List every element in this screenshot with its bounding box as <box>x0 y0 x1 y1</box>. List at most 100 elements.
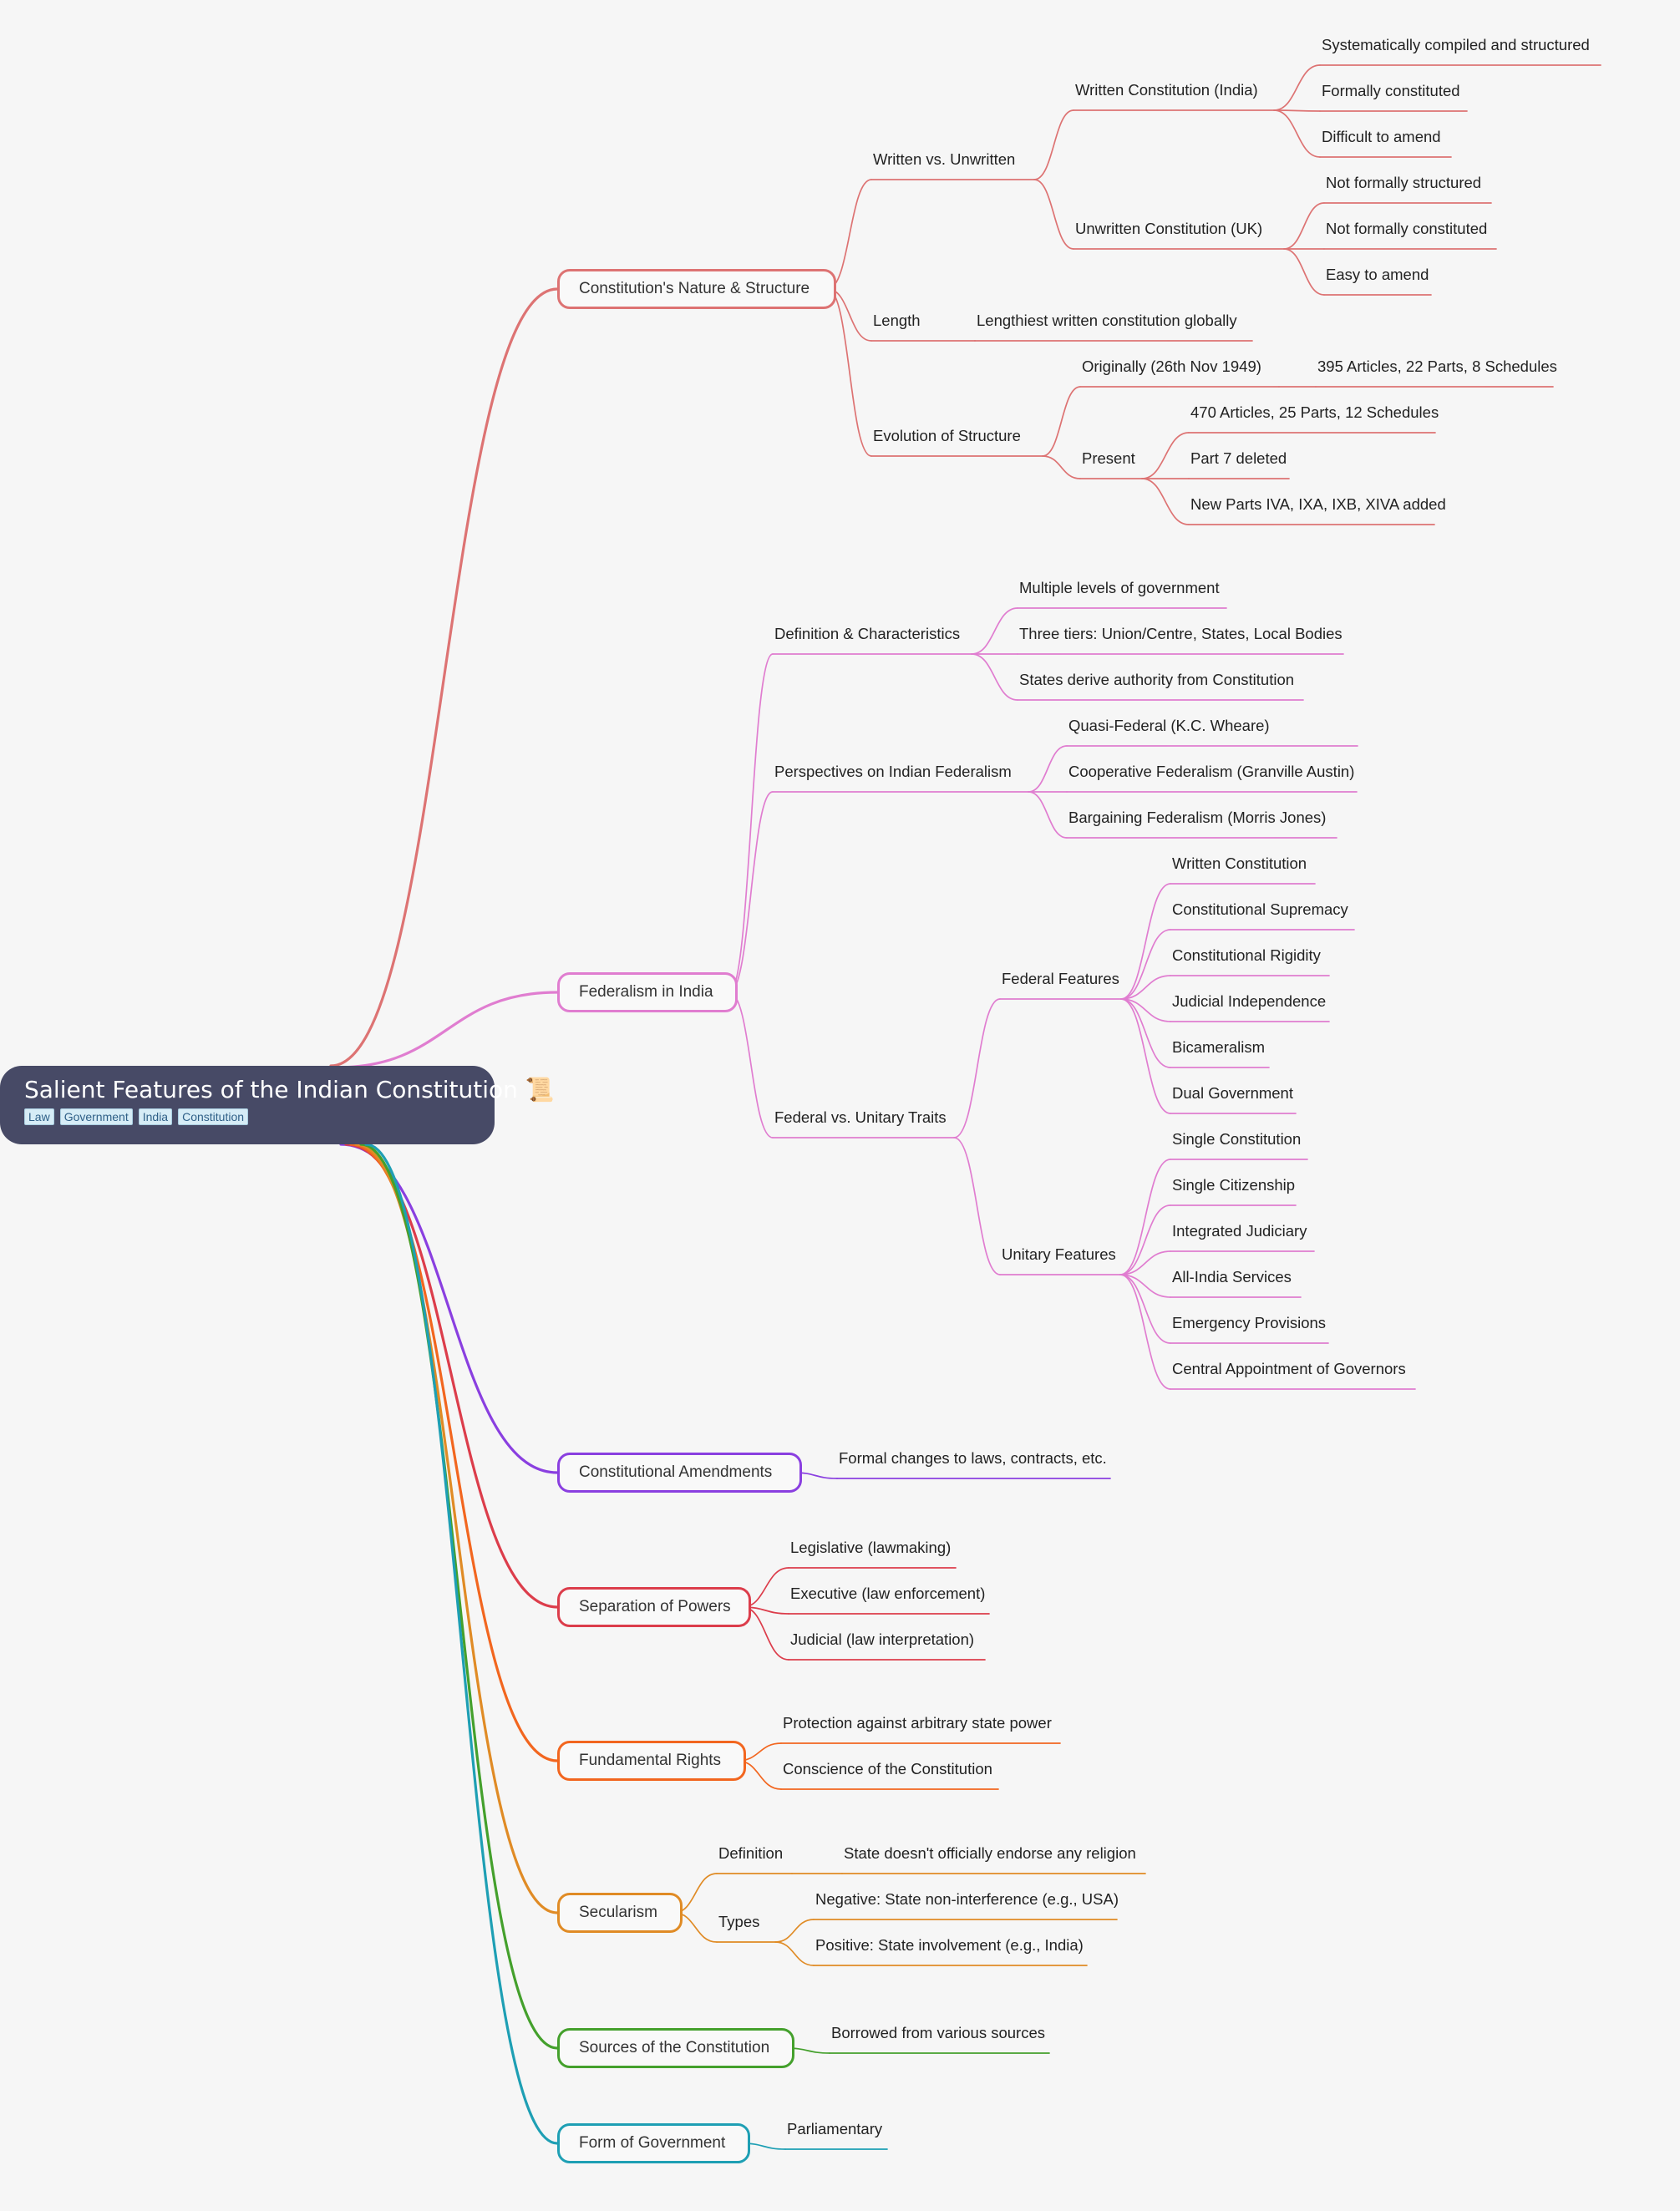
branch-constitutional-amendments[interactable]: Constitutional Amendments <box>557 1453 802 1493</box>
node-systematically-compiled-and-structured[interactable]: Systematically compiled and structured <box>1322 36 1590 53</box>
connector-line <box>774 1919 815 1943</box>
branch-form-of-government[interactable]: Form of Government <box>557 2123 750 2163</box>
connector-line <box>359 1143 559 2050</box>
node-bicameralism[interactable]: Bicameralism <box>1172 1038 1266 1056</box>
node-protection-against-arbitrary-state-power[interactable]: Protection against arbitrary state power <box>783 1714 1052 1732</box>
connector-line <box>349 1143 559 1762</box>
connector-line <box>1119 1274 1171 1298</box>
tag-constitution[interactable]: Constitution <box>178 1108 249 1125</box>
node-not-formally-structured[interactable]: Not formally structured <box>1326 174 1482 191</box>
node-unitary-features[interactable]: Unitary Features <box>1002 1245 1116 1263</box>
connector-line <box>971 653 1018 701</box>
connector-line <box>329 287 559 1067</box>
node-formal-changes-to-laws-contracts-etc[interactable]: Formal changes to laws, contracts, etc. <box>839 1449 1107 1467</box>
node-lengthiest-written-constitution-globally[interactable]: Lengthiest written constitution globally <box>977 312 1237 329</box>
node-present[interactable]: Present <box>1082 449 1135 467</box>
node-bargaining-federalism-morris-jones[interactable]: Bargaining Federalism (Morris Jones) <box>1068 809 1327 826</box>
node-conscience-of-the-constitution[interactable]: Conscience of the Constitution <box>783 1760 992 1777</box>
node-legislative-lawmaking[interactable]: Legislative (lawmaking) <box>790 1539 952 1556</box>
connector-line <box>1120 998 1171 1068</box>
connector-line <box>1141 478 1190 525</box>
node-originally-26th-nov-1949[interactable]: Originally (26th Nov 1949) <box>1082 358 1261 375</box>
node-executive-law-enforcement[interactable]: Executive (law enforcement) <box>790 1585 986 1602</box>
node-states-derive-authority-from-constitutio[interactable]: States derive authority from Constitutio… <box>1019 671 1295 688</box>
node-emergency-provisions[interactable]: Emergency Provisions <box>1172 1314 1327 1331</box>
node-single-citizenship[interactable]: Single Citizenship <box>1172 1176 1296 1194</box>
tag-law[interactable]: Law <box>24 1108 54 1125</box>
node-cooperative-federalism-granville-austin[interactable]: Cooperative Federalism (Granville Austin… <box>1068 763 1355 780</box>
connector-line <box>1119 1204 1171 1275</box>
connector-line <box>728 653 774 993</box>
connector-line <box>1042 455 1081 479</box>
node-unwritten-constitution-uk[interactable]: Unwritten Constitution (UK) <box>1075 220 1263 237</box>
tag-india[interactable]: India <box>138 1108 173 1125</box>
connector-line <box>364 1143 559 2145</box>
node-all-india-services[interactable]: All-India Services <box>1172 1268 1292 1286</box>
node-federal-vs-unitary-traits[interactable]: Federal vs. Unitary Traits <box>774 1108 947 1126</box>
node-positive-state-involvement-e-g-india[interactable]: Positive: State involvement (e.g., India… <box>815 1936 1084 1954</box>
branch-fundamental-rights[interactable]: Fundamental Rights <box>557 1741 746 1781</box>
node-integrated-judiciary[interactable]: Integrated Judiciary <box>1172 1222 1307 1240</box>
node-part-7-deleted[interactable]: Part 7 deleted <box>1190 449 1287 467</box>
node-negative-state-non-interference-e-g-usa[interactable]: Negative: State non-interference (e.g., … <box>815 1890 1119 1908</box>
root-node[interactable]: Salient Features of the Indian Constitut… <box>0 1066 555 1144</box>
node-three-tiers-union-centre-states-local-bo[interactable]: Three tiers: Union/Centre, States, Local… <box>1019 625 1342 642</box>
node-definition[interactable]: Definition <box>718 1844 784 1862</box>
node-dual-government[interactable]: Dual Government <box>1172 1084 1293 1102</box>
connector-line <box>1028 745 1068 793</box>
branch-sources-of-the-constitution[interactable]: Sources of the Constitution <box>557 2028 794 2068</box>
node-easy-to-amend[interactable]: Easy to amend <box>1326 266 1429 283</box>
node-formally-constituted[interactable]: Formally constituted <box>1322 82 1460 99</box>
node-borrowed-from-various-sources[interactable]: Borrowed from various sources <box>831 2024 1046 2041</box>
node-new-parts-iva-ixa-ixb-xiva-added[interactable]: New Parts IVA, IXA, IXB, XIVA added <box>1190 495 1446 513</box>
node-parliamentary[interactable]: Parliamentary <box>787 2120 883 2137</box>
node-constitutional-rigidity[interactable]: Constitutional Rigidity <box>1172 946 1321 964</box>
node-evolution-of-structure[interactable]: Evolution of Structure <box>873 427 1021 444</box>
node-central-appointment-of-governors[interactable]: Central Appointment of Governors <box>1172 1360 1406 1377</box>
node-written-constitution-india[interactable]: Written Constitution (India) <box>1075 81 1258 99</box>
connector-line <box>1283 202 1325 250</box>
node-types[interactable]: Types <box>718 1913 760 1930</box>
node-federal-features[interactable]: Federal Features <box>1002 970 1119 987</box>
node-single-constitution[interactable]: Single Constitution <box>1172 1130 1302 1148</box>
branch-separation-of-powers[interactable]: Separation of Powers <box>557 1587 751 1627</box>
node-written-constitution[interactable]: Written Constitution <box>1172 854 1307 872</box>
branch-secularism[interactable]: Secularism <box>557 1893 683 1933</box>
connector-line <box>971 607 1018 655</box>
connector-line <box>1141 432 1190 479</box>
branch-federalism-in-india[interactable]: Federalism in India <box>557 972 738 1012</box>
node-395-articles-22-parts-8-schedules[interactable]: 395 Articles, 22 Parts, 8 Schedules <box>1317 358 1557 375</box>
branch-constitution-s-nature-structure[interactable]: Constitution's Nature & Structure <box>557 269 836 309</box>
node-470-articles-25-parts-12-schedules[interactable]: 470 Articles, 25 Parts, 12 Schedules <box>1190 403 1439 421</box>
connector-line <box>1120 929 1171 1000</box>
node-length[interactable]: Length <box>873 312 921 329</box>
connector-line <box>953 1137 1001 1275</box>
connector-line <box>1120 998 1171 1114</box>
node-state-doesn-t-officially-endorse-any-rel[interactable]: State doesn't officially endorse any rel… <box>844 1844 1136 1862</box>
node-written-vs-unwritten[interactable]: Written vs. Unwritten <box>873 150 1016 168</box>
connector-line <box>1119 1274 1171 1390</box>
node-perspectives-on-indian-federalism[interactable]: Perspectives on Indian Federalism <box>774 763 1012 780</box>
connector-line <box>1273 109 1321 158</box>
connector-line <box>1283 248 1325 296</box>
node-not-formally-constituted[interactable]: Not formally constituted <box>1326 220 1488 237</box>
node-judicial-independence[interactable]: Judicial Independence <box>1172 992 1327 1010</box>
node-difficult-to-amend[interactable]: Difficult to amend <box>1322 128 1441 145</box>
connector-line <box>827 179 872 290</box>
node-definition-characteristics[interactable]: Definition & Characteristics <box>774 625 961 642</box>
connector-line <box>1120 998 1171 1022</box>
node-constitutional-supremacy[interactable]: Constitutional Supremacy <box>1172 900 1348 918</box>
connector-line <box>1119 1250 1171 1275</box>
node-quasi-federal-k-c-wheare[interactable]: Quasi-Federal (K.C. Wheare) <box>1068 717 1270 734</box>
connector-line <box>1273 64 1321 111</box>
connector-line <box>1273 109 1321 112</box>
tag-government[interactable]: Government <box>59 1108 133 1125</box>
node-multiple-levels-of-government[interactable]: Multiple levels of government <box>1019 579 1220 596</box>
tag-list: Law Government India Constitution <box>24 1108 495 1125</box>
connector-line <box>1119 1274 1171 1344</box>
connector-line <box>334 991 559 1069</box>
connector-line <box>354 1143 559 1914</box>
node-judicial-law-interpretation[interactable]: Judicial (law interpretation) <box>790 1630 975 1648</box>
